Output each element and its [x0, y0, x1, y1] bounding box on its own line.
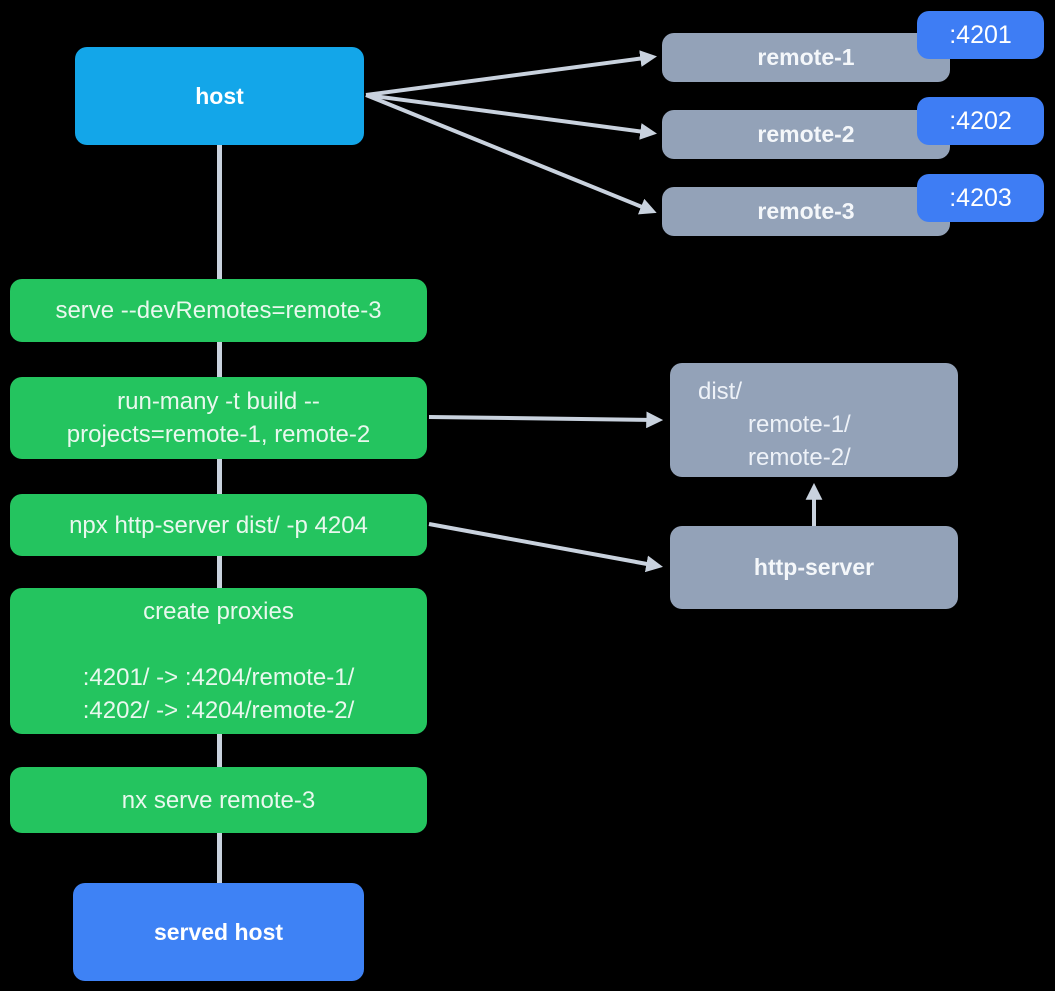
remote-3-port: :4203	[949, 183, 1012, 212]
served-host-node: served host	[73, 883, 364, 981]
remote-2-label: remote-2	[757, 121, 855, 147]
step-line: serve --devRemotes=remote-3	[55, 297, 382, 324]
arrow-host-to-remote-1	[365, 50, 657, 97]
remote-2-node: remote-2	[662, 110, 950, 159]
remote-3-node: remote-3	[662, 187, 950, 236]
dist-remote-2-line: remote-2/	[748, 444, 851, 471]
dist-remote-1-line: remote-1/	[748, 411, 851, 438]
remote-1-port: :4201	[949, 20, 1012, 49]
step-line: nx serve remote-3	[121, 786, 316, 814]
dist-root-line: dist/	[698, 378, 743, 405]
remote-3-port-badge: :4203	[917, 174, 1044, 222]
host-node: host	[75, 47, 364, 145]
step-line: projects=remote-1, remote-2	[66, 421, 371, 448]
http-server-label: http-server	[753, 554, 875, 580]
step-line: run-many -t build --	[117, 388, 320, 415]
step-line: create proxies	[143, 598, 294, 625]
step-nx-serve-remote-3: nx serve remote-3	[10, 767, 427, 833]
arrow-build-to-dist	[428, 411, 664, 429]
http-server-node: http-server	[670, 526, 958, 609]
served-host-label: served host	[153, 918, 284, 945]
host-label: host	[195, 82, 244, 109]
remote-2-port-badge: :4202	[917, 97, 1044, 145]
arrow-npx-to-http-server	[428, 522, 663, 573]
remote-1-label: remote-1	[757, 44, 855, 70]
step-create-proxies: create proxies :4201/ -> :4204/remote-1/…	[10, 588, 427, 734]
step-line: :4201/ -> :4204/remote-1/	[82, 664, 355, 691]
step-npx-http-server: npx http-server dist/ -p 4204	[10, 494, 427, 556]
arrow-host-to-remote-2	[365, 93, 657, 140]
remote-2-port: :4202	[949, 106, 1012, 135]
step-serve-dev-remotes: serve --devRemotes=remote-3	[10, 279, 427, 342]
step-run-many-build: run-many -t build -- projects=remote-1, …	[10, 377, 427, 459]
remote-1-node: remote-1	[662, 33, 950, 82]
step-line: :4202/ -> :4204/remote-2/	[82, 697, 355, 724]
step-line: npx http-server dist/ -p 4204	[69, 511, 368, 539]
dist-folder-node: dist/ remote-1/ remote-2/	[670, 363, 958, 477]
arrow-host-to-remote-3	[365, 93, 657, 215]
remote-3-label: remote-3	[757, 198, 855, 224]
remote-1-port-badge: :4201	[917, 11, 1044, 59]
